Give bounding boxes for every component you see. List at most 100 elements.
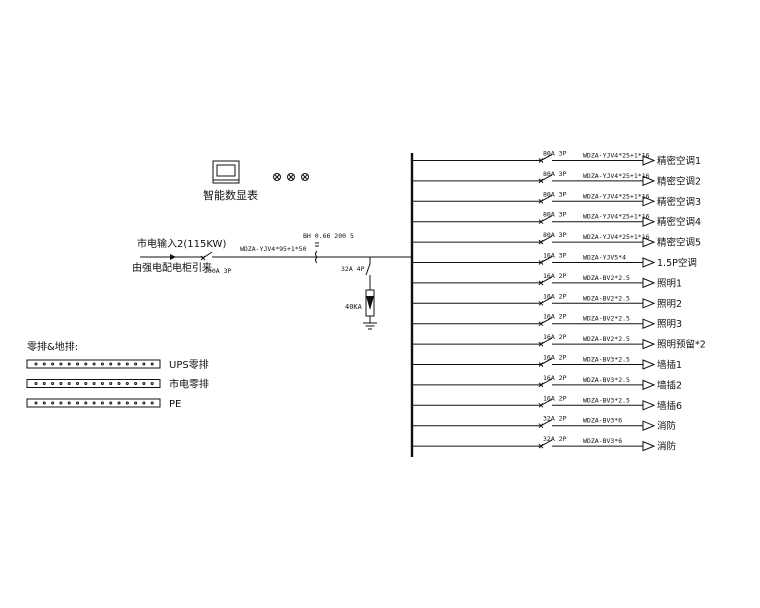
circuit-cable-spec: WDZA-YJV5*4 <box>583 254 626 262</box>
circuit-breaker-icon <box>538 296 553 306</box>
circuit-cable-spec: WDZA-BV3*2.5 <box>583 396 630 404</box>
load-arrow-icon <box>642 400 656 411</box>
circuit-breaker-rating: 16A 2P <box>543 354 567 362</box>
busbar-terminal-icon <box>117 382 121 385</box>
busbar-terminal-icon <box>59 362 63 366</box>
incoming-breaker-icon <box>200 251 213 261</box>
incoming-feeder: 市电输入2(115KW) 由强电配电柜引来 200A 3P WDZA-YJV4*… <box>132 232 412 275</box>
busbar-terminal-icon <box>34 401 38 405</box>
smart-meter-label: 智能数显表 <box>203 188 258 202</box>
busbar-terminal-icon <box>150 362 154 366</box>
circuit-breaker-icon <box>538 398 553 408</box>
circuit-breaker-rating: 32A 2P <box>543 435 567 443</box>
busbar-terminal-icon <box>51 382 55 385</box>
circuit-breaker-icon <box>538 337 553 347</box>
circuit-load-name: 照明预留*2 <box>657 339 706 351</box>
circuit-load-name: 1.5P空调 <box>657 257 697 269</box>
busbar-terminal-icon <box>67 401 71 405</box>
busbar-terminal-icon <box>92 382 96 385</box>
busbar-terminal-icon <box>150 401 154 405</box>
load-arrow-icon <box>642 420 656 431</box>
busbar-terminal-icon <box>51 401 55 405</box>
busbar-terminal-icon <box>150 382 154 385</box>
load-arrow-icon <box>642 236 656 248</box>
busbar-terminal-icon <box>67 382 71 385</box>
busbar-terminal-icon <box>51 362 55 366</box>
busbar-terminal-icon <box>134 362 138 366</box>
circuit-row: 16A 2P WDZA-BV2*2.5 照明1 <box>412 272 682 289</box>
circuit-breaker-rating: 80A 3P <box>543 211 567 219</box>
busbar-terminal-icon <box>92 362 96 366</box>
surge-arrester-icon <box>365 289 375 323</box>
busbar-terminal-icon <box>76 401 79 405</box>
circuit-load-name: 照明1 <box>657 278 682 289</box>
load-arrow-icon <box>642 379 656 391</box>
circuit-load-name: 精密空调2 <box>657 175 701 187</box>
circuit-cable-spec: WDZA-YJV4*25+1*16 <box>583 172 650 180</box>
busbar-terminal-icon <box>125 401 129 405</box>
load-arrow-icon <box>642 318 656 329</box>
incoming-title: 市电输入2(115KW) <box>137 237 226 250</box>
busbar-terminal-icon <box>117 401 121 405</box>
busbar-label: 市电零排 <box>169 378 209 391</box>
load-arrow-icon <box>642 277 656 289</box>
busbar-terminal-icon <box>134 401 138 405</box>
circuit-load-name: 消防 <box>657 441 677 453</box>
circuit-load-name: 墙插2 <box>657 379 682 391</box>
spd-breaker-icon <box>365 263 371 290</box>
circuit-breaker-icon <box>538 174 553 184</box>
circuit-breaker-rating: 80A 3P <box>543 231 567 239</box>
circuit-breaker-icon <box>538 358 553 367</box>
circuit-load-name: 墙插6 <box>657 400 682 412</box>
busbar-terminal-icon <box>84 362 88 366</box>
busbar-item: 市电零排 <box>26 378 209 391</box>
circuit-cable-spec: WDZA-YJV4*25+1*16 <box>583 233 650 241</box>
indicator-lamp-icon <box>287 173 295 181</box>
circuit-cable-spec: WDZA-BV2*2.5 <box>583 335 630 343</box>
circuit-breaker-icon <box>538 276 553 286</box>
circuit-cable-spec: WDZA-BV3*2.5 <box>583 356 630 364</box>
incoming-arrow-icon <box>170 254 176 260</box>
circuit-breaker-icon <box>538 317 553 327</box>
busbar-terminal-icon <box>109 382 113 385</box>
circuit-load-name: 照明2 <box>657 299 682 310</box>
load-arrow-icon <box>642 175 656 187</box>
circuit-breaker-icon <box>538 419 553 429</box>
circuit-cable-spec: WDZA-BV2*2.5 <box>583 274 630 282</box>
incoming-cable-spec: WDZA-YJV4*95+1*50 <box>240 245 307 253</box>
current-transformer-icon <box>315 242 319 264</box>
surge-protector: 32A 4P 40KA <box>341 257 377 330</box>
circuit-cable-spec: WDZA-YJV4*25+1*16 <box>583 192 650 200</box>
circuit-breaker-icon <box>538 235 553 245</box>
busbar-terminal-icon <box>34 362 38 366</box>
circuit-breaker-icon <box>538 256 553 265</box>
busbar-bar <box>26 379 161 388</box>
busbar-terminal-icon <box>142 401 146 405</box>
circuit-breaker-rating: 80A 3P <box>543 150 567 158</box>
circuit-breaker-rating: 16A 2P <box>543 313 567 321</box>
circuit-breaker-rating: 16A 2P <box>543 272 567 280</box>
busbar-terminal-icon <box>142 362 146 366</box>
busbar-terminal-icon <box>42 382 46 385</box>
load-arrow-icon <box>642 338 656 350</box>
busbar-terminal-icon <box>125 382 129 385</box>
busbar-terminal-icon <box>100 362 104 366</box>
circuit-cable-spec: WDZA-BV3*2.5 <box>583 376 630 384</box>
circuit-load-name: 照明3 <box>657 319 682 330</box>
busbar-item: PE <box>26 398 181 410</box>
circuit-cable-spec: WDZA-BV3*6 <box>583 417 622 425</box>
busbar-terminal-icon <box>92 401 96 405</box>
busbar-terminal-icon <box>59 382 63 385</box>
circuit-breaker-icon <box>538 154 553 163</box>
busbar-terminal-icon <box>109 362 113 366</box>
indicator-lamps <box>273 173 309 181</box>
